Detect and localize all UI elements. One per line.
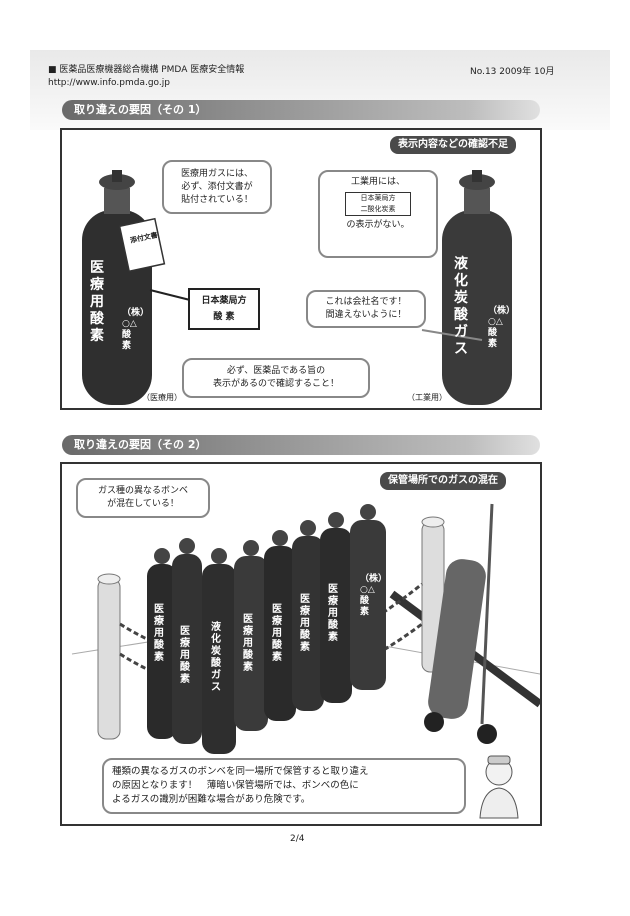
section2-title: 取り違えの要因（その 2） [62,435,540,455]
section1-panel: 表示内容などの確認不足 医療用酸素 （株）○△酸素 添付文書 （医療用） 液化炭… [60,128,542,410]
cluster-cylinder-label: 医療用酸素 [154,604,164,663]
bubble-check-label: 必ず、医薬品である旨の 表示があるので確認すること！ [182,358,370,398]
cylinder-liquefied-co2 [442,170,512,405]
cylinder-right-company: （株）○△酸素 [488,306,516,349]
section2-illustration [71,503,540,754]
warning-line: 種類の異なるガスのボンベを同一場所で保管すると取り違え [112,766,369,777]
cluster-cylinder-label: 医療用酸素 [272,604,282,663]
package-insert-tag [118,217,166,273]
cart-cylinder [424,503,497,744]
section1-tag: 表示内容などの確認不足 [390,136,516,154]
label-line: 日本薬局方 [201,296,247,306]
bubble-line: これは会社名です！ [325,297,407,307]
pharmacopoeia-label-box: 日本薬局方 酸 素 [188,288,260,330]
cylinder-right-caption: （工業用） [407,393,447,402]
bubble-line: の表示がない。 [346,220,410,230]
pharmacopoeia-co2-box: 日本薬局方 二酸化炭素 [345,192,411,216]
bubble-line: 必ず、添付文書が [181,182,253,192]
bubble-line: が混在している！ [107,499,179,509]
cylinder-cluster [147,504,386,754]
pointer-line [149,289,191,301]
nurse-icon [479,755,519,819]
cylinder-left-company: （株）○△酸素 [122,308,150,351]
section1-illustration [82,170,512,405]
cluster-cylinder-label: 医療用酸素 [243,614,253,673]
bubble-line: 表示があるので確認すること！ [212,379,339,389]
bubble-mixed-cylinders: ガス種の異なるボンベ が混在している！ [76,478,210,518]
bubble-industrial-note: 工業用には、 日本薬局方 二酸化炭素 の表示がない。 [318,170,438,258]
cylinder-left-caption: （医療用） [142,393,182,402]
label-line: 酸 素 [213,312,235,322]
header-left: ■ 医薬品医療機器総合機構 PMDA 医療安全情報 http://www.inf… [48,64,244,90]
bubble-line: 医療用ガスには、 [180,169,253,179]
bubble-storage-warning: 種類の異なるガスのボンベを同一場所で保管すると取り違え の原因となります！ 薄暗… [102,758,466,814]
cylinder-right-text: 液化炭酸ガス [454,256,468,357]
bubble-line: 間違えないように！ [325,310,407,320]
cylinder-left-text: 医療用酸素 [90,260,104,344]
box-line: 二酸化炭素 [360,205,396,213]
section2-panel: 保管場所でのガスの混在 ガス種の異なるボンベ が混在している！ 医療用酸素 医療… [60,462,542,826]
bubble-line: ガス種の異なるボンベ [97,486,188,496]
cluster-cylinder-label: 液化炭酸ガス [211,622,221,693]
cluster-cylinder-label: （株）○△酸素 [360,574,388,617]
section1-title: 取り違えの要因（その 1） [62,100,540,120]
bubble-line: 必ず、医薬品である旨の [226,366,326,376]
warning-line: の原因となります！ 薄暗い保管場所では、ボンベの色に [112,780,359,791]
header-org: ■ 医薬品医療機器総合機構 PMDA 医療安全情報 [48,65,245,75]
header-url[interactable]: http://www.info.pmda.go.jp [48,78,170,88]
cluster-cylinder-label: 医療用酸素 [328,584,338,643]
bubble-line: 貼付されている！ [181,195,253,205]
warning-line: よるガスの識別が困難な場合があり危険です。 [112,794,311,805]
cluster-cylinder-label: 医療用酸素 [180,626,190,685]
bubble-company-name: これは会社名です！ 間違えないように！ [306,290,426,328]
pointer-line [421,329,483,341]
page-number: 2/4 [290,834,305,844]
bubble-package-insert: 医療用ガスには、 必ず、添付文書が 貼付されている！ [162,160,272,214]
bubble-line: 工業用には、 [350,177,405,187]
cluster-cylinder-label: 医療用酸素 [300,594,310,653]
bollard-left [97,573,121,740]
header-issue: No.13 2009年 10月 [470,67,555,77]
box-line: 日本薬局方 [360,194,396,202]
section2-tag: 保管場所でのガスの混在 [380,472,506,490]
